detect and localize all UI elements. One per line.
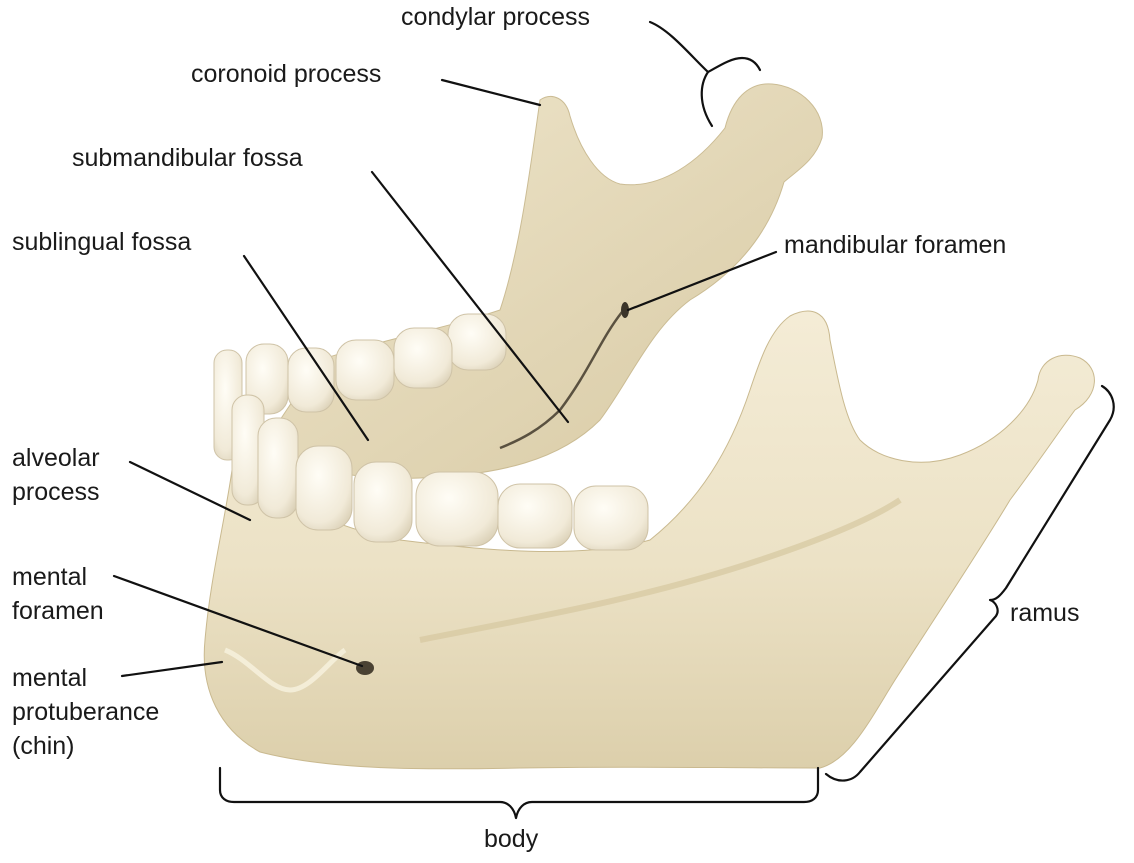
label-body: body: [484, 825, 539, 853]
leader-alveolar-process: [128, 460, 252, 522]
back-molar-1: [335, 339, 395, 401]
canine: [257, 417, 299, 519]
mylohyoid-line: [499, 311, 623, 450]
molar-1: [415, 471, 499, 547]
leader-coronoid-process: [440, 78, 542, 107]
oblique-ridge: [419, 497, 902, 643]
front-teeth-row: [213, 349, 649, 551]
chin-ridge: [223, 647, 347, 693]
label-mental-protuberance-line2: protuberance: [12, 698, 160, 726]
leader-mental-foramen: [112, 574, 364, 668]
leader-sublingual-fossa: [242, 254, 370, 442]
molar-3: [573, 485, 649, 551]
label-mental-foramen-line2: foramen: [12, 597, 104, 625]
molar-2: [497, 483, 573, 549]
leader-submandibular-fossa: [370, 170, 570, 424]
label-submandibular-fossa: submandibular fossa: [72, 144, 303, 172]
mandible-back-half: [259, 83, 823, 479]
premolar-1: [295, 445, 353, 531]
leader-mental-protuberance: [120, 660, 224, 678]
label-condylar-process: condylar process: [401, 3, 590, 31]
back-teeth-row: [245, 313, 507, 415]
label-ramus: ramus: [1010, 599, 1080, 627]
label-mandibular-foramen: mandibular foramen: [784, 231, 1007, 259]
label-alveolar-process-line2: process: [12, 478, 100, 506]
label-alveolar-process-line1: alveolar: [12, 444, 100, 472]
leader-lines: [112, 78, 778, 678]
premolar-2: [353, 461, 413, 543]
mandibular-foramen-hole: [621, 302, 629, 318]
label-mental-protuberance-line1: mental: [12, 664, 88, 692]
label-mental-protuberance-line3: (chin): [12, 732, 75, 760]
mental-foramen-hole: [356, 661, 374, 675]
back-molar-3: [447, 313, 507, 371]
bracket-body: [218, 766, 820, 820]
bracket-condylar-process: [648, 20, 762, 74]
front-body-and-ramus-shape: [203, 310, 1095, 770]
label-sublingual-fossa: sublingual fossa: [12, 228, 192, 256]
bracket-condylar-process-tail: [700, 70, 714, 128]
label-coronoid-process: coronoid process: [191, 60, 382, 88]
back-ramus-shape: [259, 83, 823, 479]
label-mental-foramen-line1: mental: [12, 563, 88, 591]
bracket-ramus: [824, 384, 1115, 782]
leader-mandibular-foramen: [626, 250, 778, 312]
back-molar-2: [393, 327, 453, 389]
brackets: [218, 20, 1115, 820]
